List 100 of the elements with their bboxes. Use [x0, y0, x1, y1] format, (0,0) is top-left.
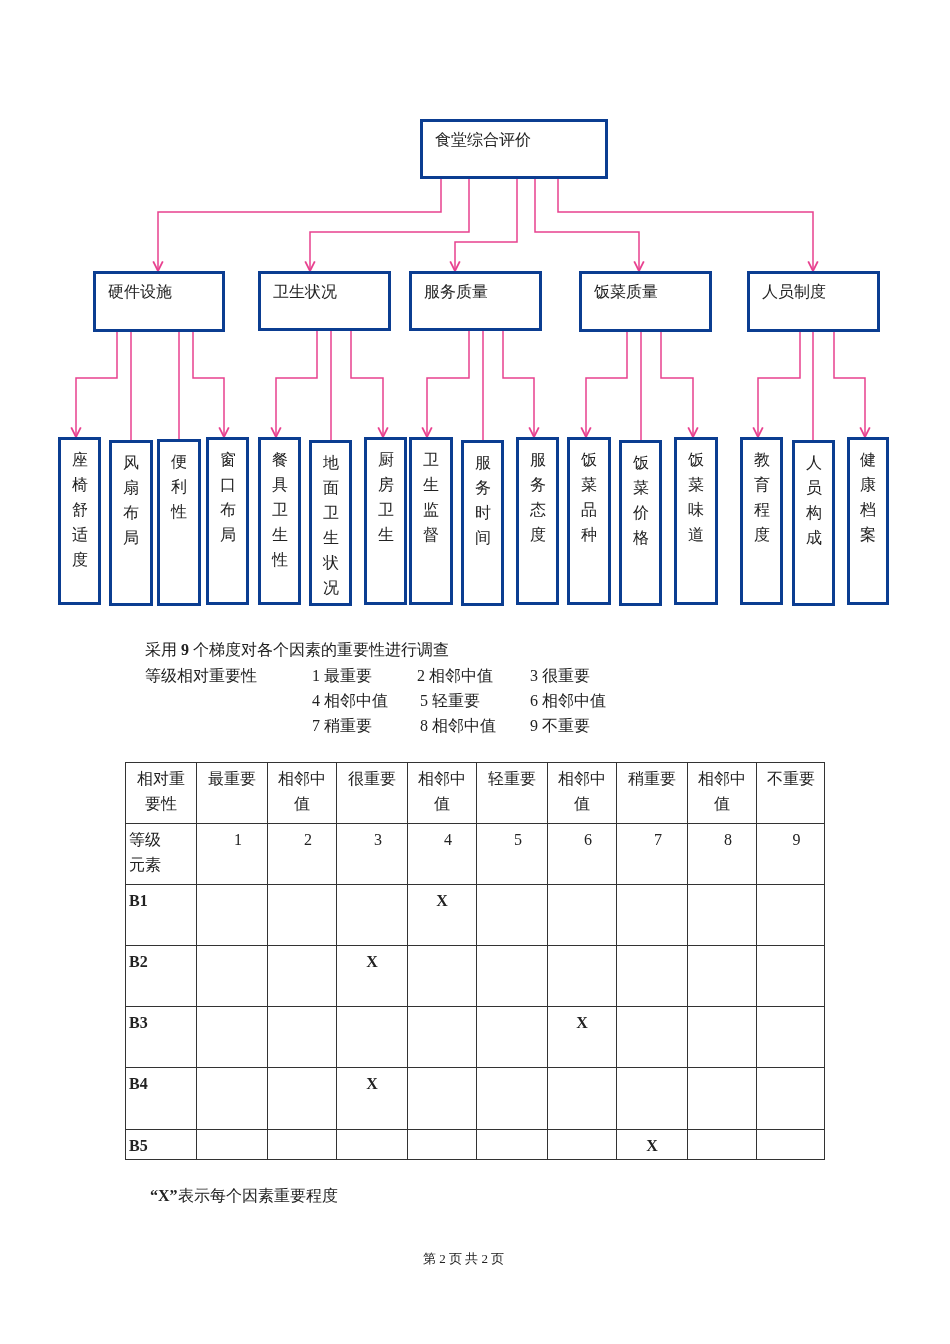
arrow	[580, 331, 628, 438]
grade-number: 8	[723, 830, 733, 850]
factor-box	[567, 437, 611, 605]
category-box	[747, 271, 880, 332]
intro-text: 采用 9 个梯度对各个因素的重要性进行调查	[145, 640, 449, 660]
selection-mark: X	[645, 1136, 659, 1156]
connector-line	[640, 331, 642, 441]
column-header: 很重要	[347, 769, 397, 789]
factor-box	[461, 440, 504, 606]
category-box	[258, 271, 391, 331]
factor-code: B4	[129, 1074, 149, 1094]
column-header: 不重要	[765, 769, 816, 789]
vertical-label: 风扇布局	[123, 453, 139, 548]
factor-box	[674, 437, 718, 605]
column-header: 相邻中值	[277, 769, 327, 814]
factor-code: B3	[129, 1013, 149, 1033]
connector-line	[812, 331, 814, 441]
column-header: 最重要	[207, 769, 257, 789]
scale-item: 1 最重要	[312, 666, 372, 686]
box-label: 卫生状况	[273, 282, 337, 302]
selection-mark: X	[435, 891, 449, 911]
scale-item: 6 相邻中值	[530, 691, 606, 711]
axis-header: 等级	[129, 830, 162, 850]
page-number: 第 2 页 共 2 页	[423, 1251, 505, 1267]
category-box	[409, 271, 542, 331]
vertical-label: 窗口布局	[219, 450, 236, 545]
arrow	[350, 330, 389, 438]
factor-box	[109, 440, 153, 606]
arrow	[192, 331, 230, 438]
vertical-label: 座椅舒适度	[71, 450, 88, 570]
arrow	[833, 331, 871, 438]
root-box	[420, 119, 608, 179]
vertical-label: 人员构成	[805, 453, 822, 548]
factor-box	[847, 437, 889, 605]
column-header: 相邻中值	[557, 769, 607, 814]
scale-heading: 等级相对重要性	[145, 666, 257, 686]
vertical-label: 便利性	[171, 452, 187, 522]
scale-item: 7 稍重要	[312, 716, 372, 736]
scale-item: 2 相邻中值	[417, 666, 493, 686]
arrow	[502, 330, 540, 438]
factor-box	[157, 439, 201, 606]
grade-number: 9	[791, 830, 802, 850]
arrow	[534, 178, 645, 272]
vertical-label: 卫生监督	[423, 450, 439, 545]
factor-box	[740, 437, 783, 605]
grade-number: 6	[583, 830, 593, 850]
arrow	[557, 178, 819, 272]
vertical-label: 服务态度	[529, 450, 546, 545]
selection-mark: X	[575, 1013, 589, 1033]
arrow	[752, 331, 801, 438]
factor-box	[364, 437, 407, 605]
box-label: 硬件设施	[108, 282, 172, 302]
factor-code: B2	[129, 952, 149, 972]
scale-item: 9 不重要	[530, 716, 590, 736]
factor-code: B1	[129, 891, 149, 911]
connector-line	[178, 331, 180, 440]
factor-box	[792, 440, 835, 606]
grade-number: 7	[653, 830, 663, 850]
arrow	[304, 178, 470, 272]
factor-box	[58, 437, 101, 605]
column-header: 相邻中值	[417, 769, 467, 814]
grade-number: 3	[373, 830, 383, 850]
column-header: 相对重要性	[136, 769, 186, 814]
selection-mark: X	[365, 1074, 379, 1094]
footnote: “X”表示每个因素重要程度	[150, 1186, 338, 1206]
vertical-label: 教育程度	[753, 450, 770, 545]
vertical-label: 饭菜价格	[632, 453, 649, 548]
box-label: 饭菜质量	[594, 282, 658, 302]
scale-item: 3 很重要	[530, 666, 590, 686]
grade-number: 5	[513, 830, 523, 850]
vertical-label: 厨房卫生	[377, 450, 394, 545]
axis-header: 元素	[129, 855, 162, 875]
factor-box	[619, 440, 662, 606]
arrow	[270, 330, 318, 438]
vertical-label: 餐具卫生性	[271, 450, 288, 570]
factor-box	[516, 437, 559, 605]
connector-line	[130, 331, 132, 441]
arrow	[70, 331, 118, 438]
column-header: 相邻中值	[697, 769, 747, 814]
scale-item: 4 相邻中值	[312, 691, 388, 711]
box-label: 食堂综合评价	[435, 130, 531, 150]
scale-item: 8 相邻中值	[420, 716, 496, 736]
factor-code: B5	[129, 1136, 149, 1156]
arrow	[421, 330, 470, 438]
category-box	[93, 271, 225, 332]
category-box	[579, 271, 712, 332]
vertical-label: 地面卫生状况	[322, 453, 339, 598]
box-label: 服务质量	[424, 282, 488, 302]
factor-box	[309, 440, 352, 606]
connector-line	[482, 330, 484, 441]
box-label: 人员制度	[762, 282, 826, 302]
factor-box	[206, 437, 249, 605]
arrow	[660, 331, 699, 438]
connector-line	[330, 330, 332, 441]
scale-item: 5 轻重要	[420, 691, 480, 711]
vertical-label: 饭菜品种	[581, 450, 597, 545]
selection-mark: X	[365, 952, 379, 972]
vertical-label: 服务时间	[474, 453, 491, 548]
arrow	[449, 178, 518, 272]
factor-box	[409, 437, 453, 605]
